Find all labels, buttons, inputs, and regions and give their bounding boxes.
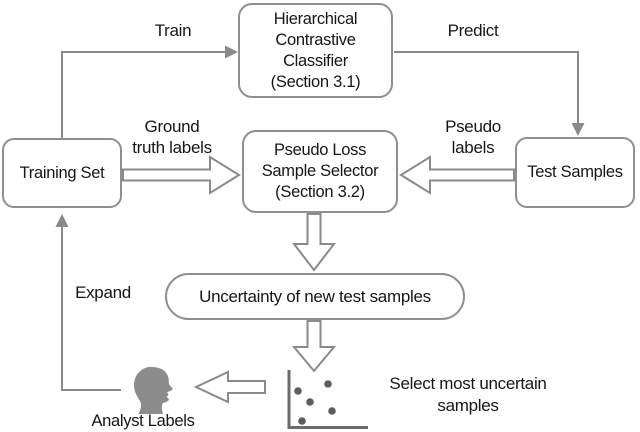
scatter-dot xyxy=(306,398,314,406)
node-line: (Section 3.1) xyxy=(270,72,361,91)
analyst-head-icon xyxy=(134,366,173,414)
edge-label-expand: Expand xyxy=(75,283,131,302)
node-hierarchical-contrastive-classifier: Hierarchical Contrastive Classifier (Sec… xyxy=(238,3,393,98)
node-line: Pseudo Loss xyxy=(273,141,367,159)
scatter-dot xyxy=(328,407,336,415)
scatter-plot-icon xyxy=(287,370,368,429)
node-line: Hierarchical xyxy=(273,9,358,28)
node-pseudo-loss-sample-selector: Pseudo Loss Sample Selector (Section 3.2… xyxy=(242,130,398,213)
node-line: Sample Selector xyxy=(261,162,379,180)
to-analyst-block-arrow xyxy=(193,370,266,404)
scatter-dot xyxy=(298,417,306,425)
edge-label-train: Train xyxy=(154,21,192,40)
scatter-dot xyxy=(324,380,332,388)
train-arrow-line xyxy=(61,51,227,138)
node-training-set: Training Set xyxy=(2,138,122,208)
predict-arrow-line xyxy=(394,51,579,125)
train-arrowhead xyxy=(225,45,238,59)
node-line: (Section 3.2) xyxy=(275,183,365,201)
edge-label-pseudo-labels: Pseudo labels xyxy=(445,117,501,157)
uncertainty-down-block-arrow xyxy=(291,320,337,373)
expand-arrowhead xyxy=(55,214,69,227)
node-line: Test Samples xyxy=(527,163,623,181)
node-uncertainty: Uncertainty of new test samples xyxy=(165,273,465,320)
node-line: Classifier xyxy=(283,51,348,70)
scatter-axes xyxy=(287,370,368,429)
edge-label-ground-truth: Ground truth labels xyxy=(132,117,212,157)
node-line: Training Set xyxy=(19,163,105,182)
scatter-dots xyxy=(294,380,336,425)
expand-arrow-line xyxy=(61,226,121,391)
pseudo-labels-block-arrow xyxy=(399,155,515,195)
node-line: Uncertainty of new test samples xyxy=(199,287,431,306)
edge-label-predict: Predict xyxy=(447,21,499,40)
predict-arrowhead xyxy=(571,123,585,136)
scatter-dot xyxy=(294,387,302,395)
annotation-analyst-labels: Analyst Labels xyxy=(91,412,195,430)
node-line: Contrastive xyxy=(275,30,356,49)
selector-down-block-arrow xyxy=(291,213,337,272)
ground-truth-block-arrow xyxy=(122,155,241,195)
node-test-samples: Test Samples xyxy=(515,137,635,208)
annotation-select-most-uncertain: Select most uncertain samples xyxy=(389,374,547,415)
